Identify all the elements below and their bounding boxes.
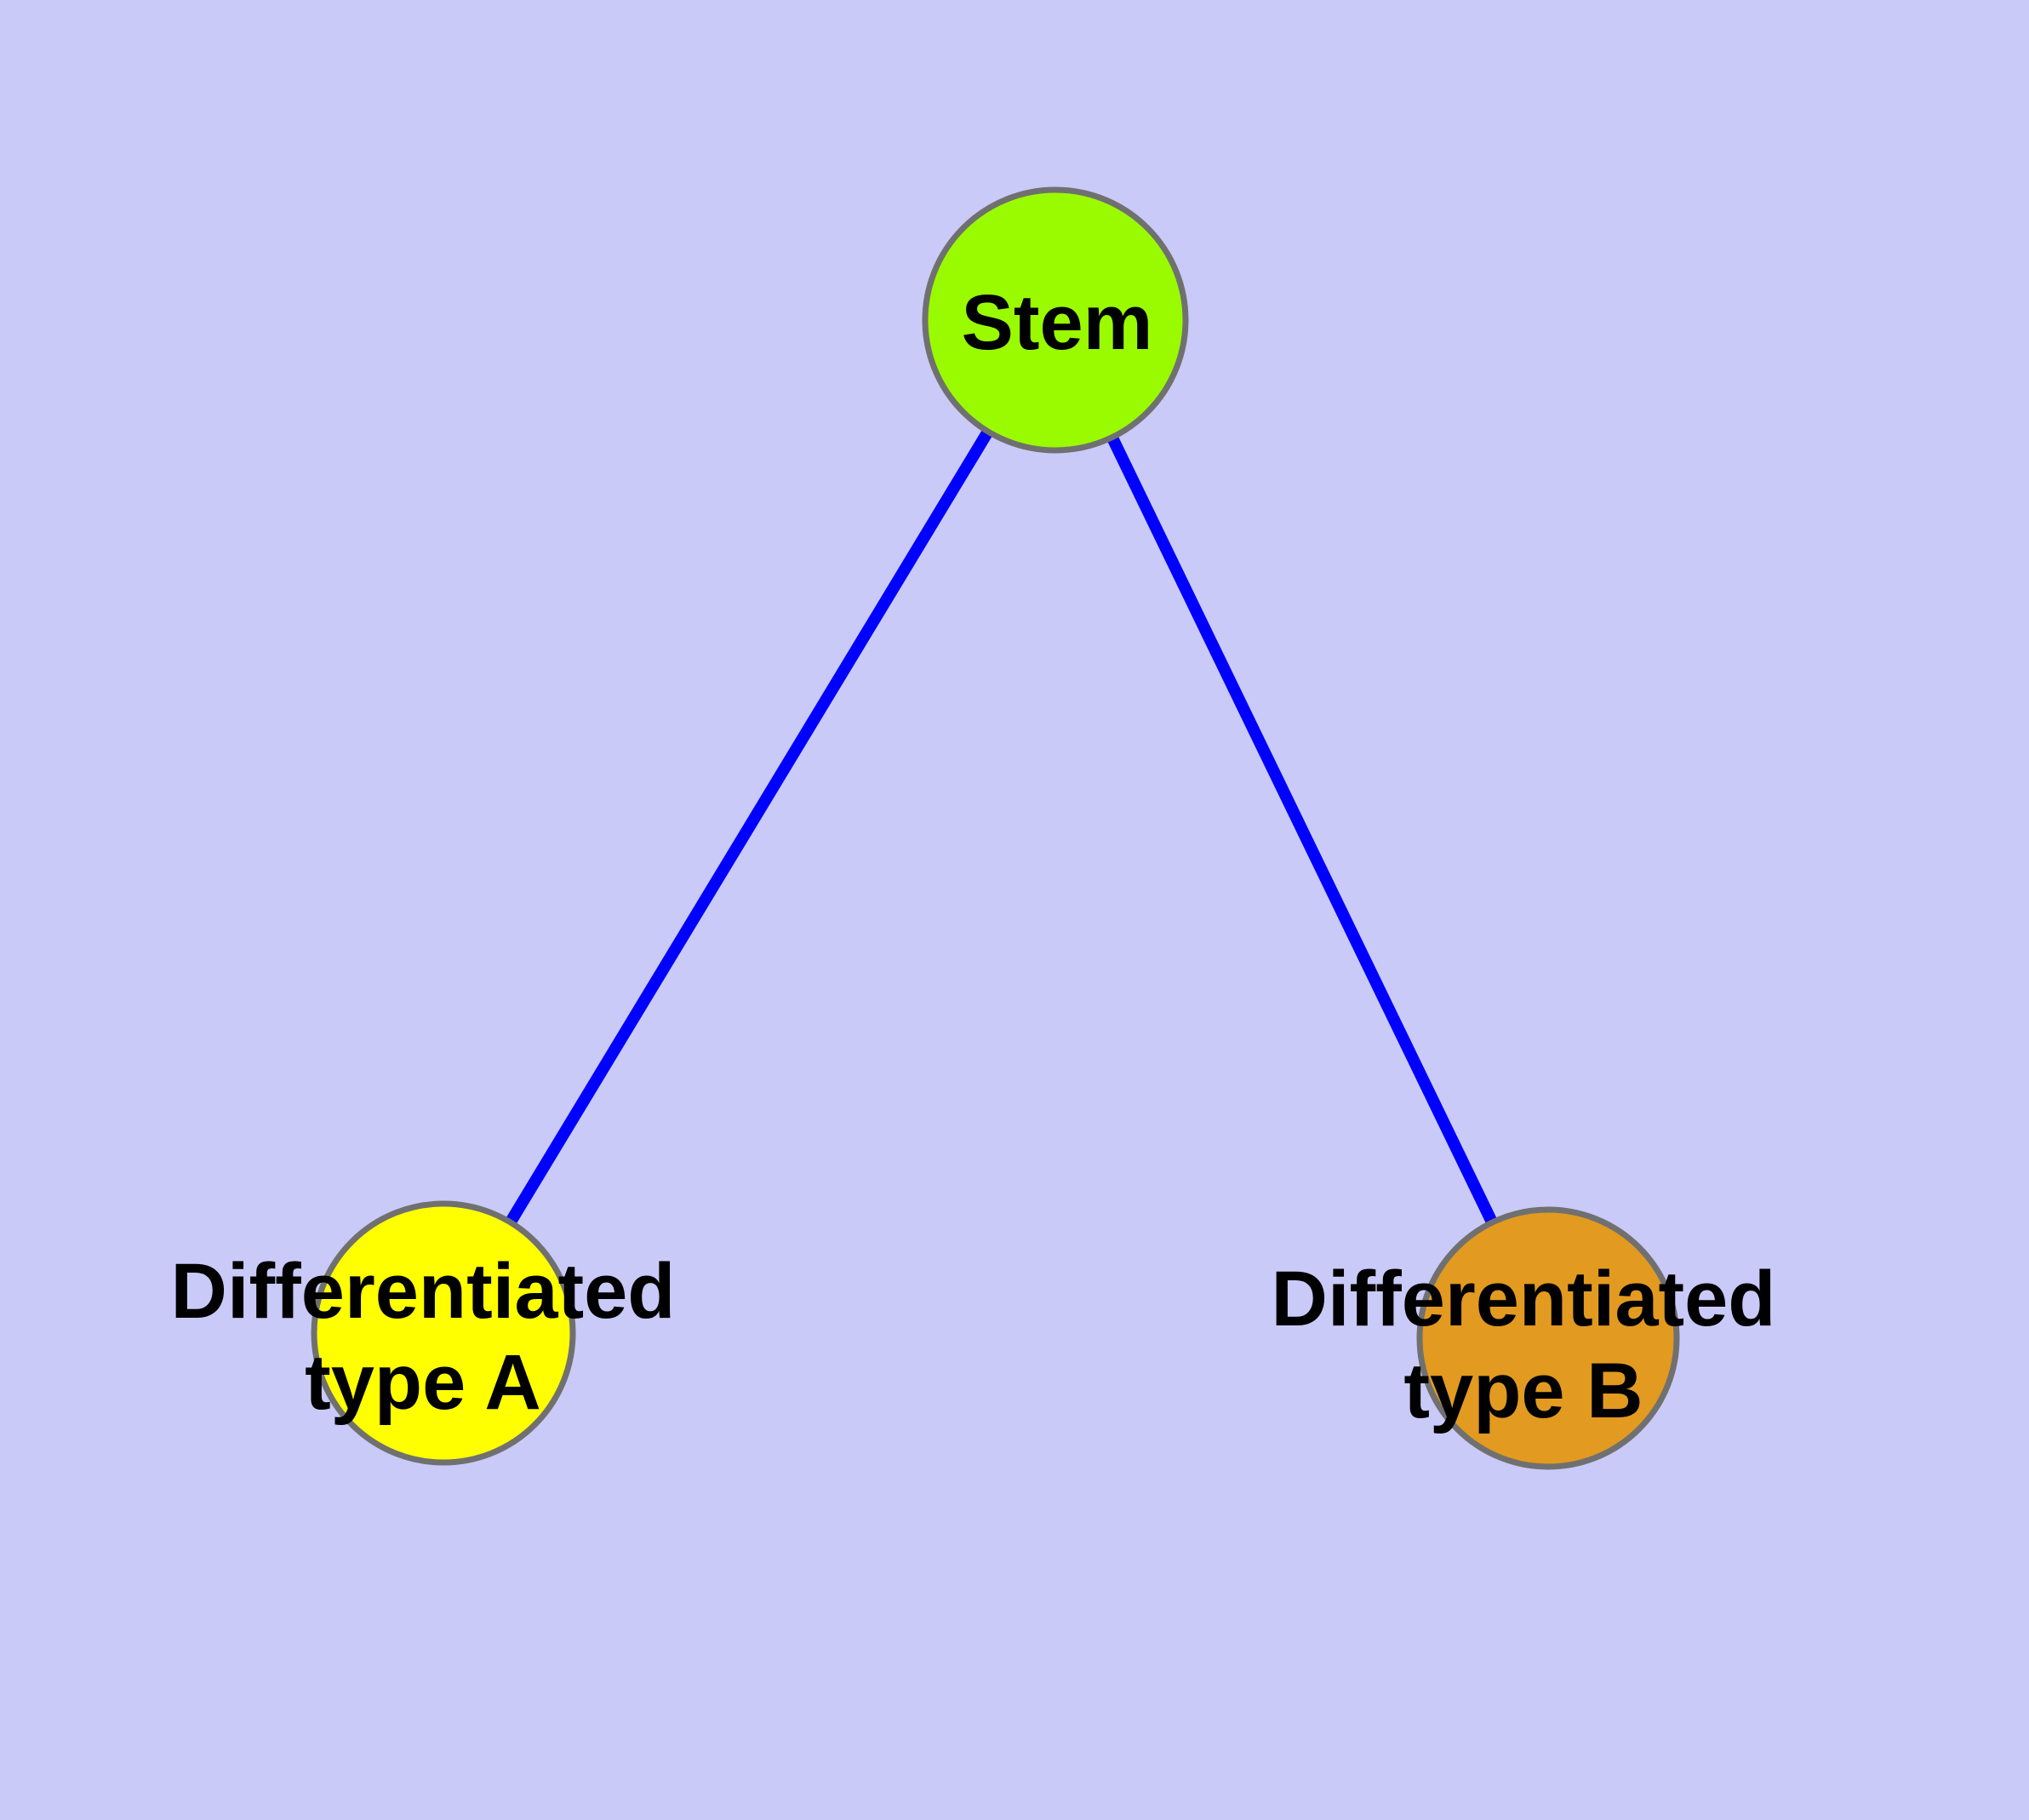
edge-stem-to-type-b [1049,317,1554,1342]
node-differentiated-type-a[interactable] [311,1200,576,1466]
node-type-b-label-line1: Differentiated [1272,1256,1776,1342]
node-differentiated-type-b[interactable] [1416,1206,1680,1470]
node-type-b-label-line2: type B [1403,1348,1643,1434]
node-stem-label: Stem [962,279,1153,366]
node-stem[interactable] [922,186,1189,454]
node-type-a-label-line1: Differentiated [171,1248,676,1335]
edge-stem-to-type-a [438,317,1060,1336]
node-type-a-label-line2: type A [305,1339,541,1426]
